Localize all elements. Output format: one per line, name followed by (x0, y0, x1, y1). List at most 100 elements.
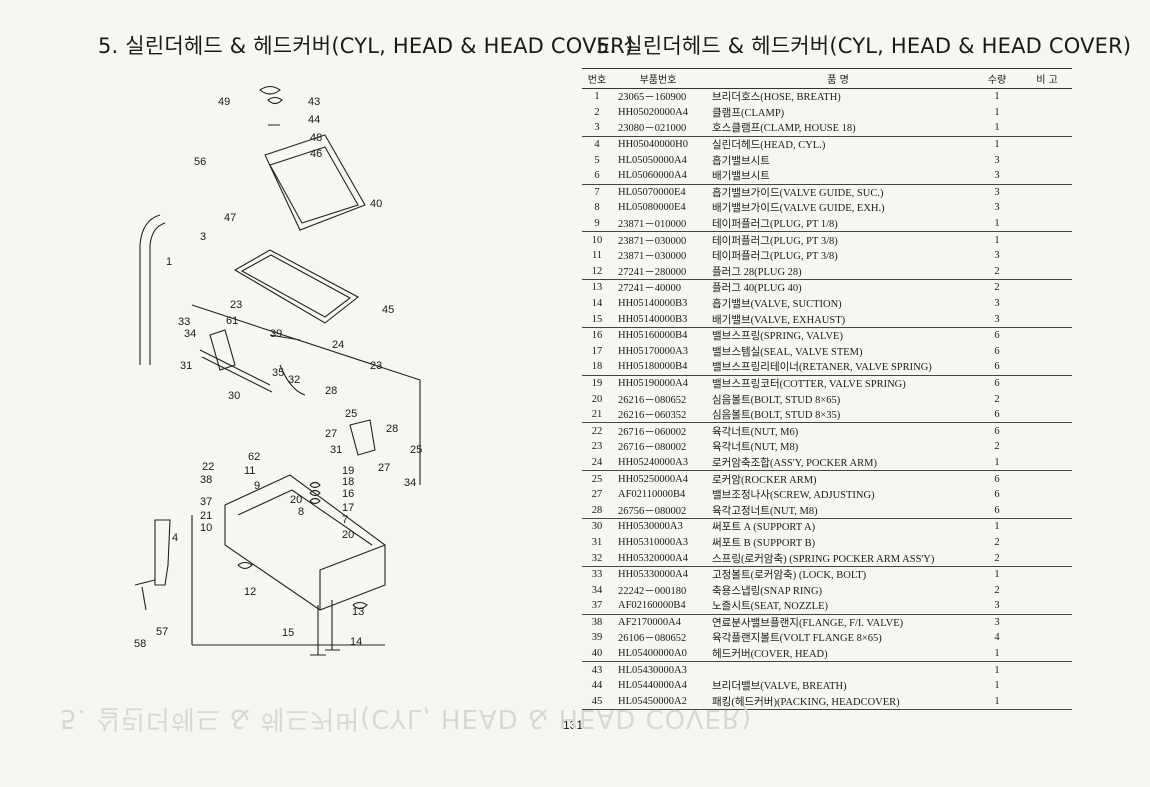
row-qty: 2 (994, 441, 1000, 453)
row-name: 써포트 A (SUPPORT A) (712, 522, 816, 534)
row-name: 헤드커버(COVER, HEAD) (704, 645, 972, 663)
label-22: 22 (202, 461, 214, 473)
row-name: 로커암축조합(ASS'Y, POCKER ARM) (704, 454, 972, 472)
row-qty: 1 (972, 454, 1022, 472)
label-47: 47 (224, 212, 236, 224)
row-name: 육각너트(NUT, M8) (712, 442, 799, 454)
label-31: 31 (180, 360, 192, 372)
label-13: 13 (352, 606, 364, 618)
label-1: 1 (166, 256, 172, 268)
row-no: 22 (591, 425, 603, 437)
row-part-number: 23065－160900 (618, 92, 687, 104)
row-part-number: 23871－030000 (618, 235, 687, 247)
row-part-number: HH05330000A4 (618, 569, 688, 581)
row-name: 축용스냅링(SNAP RING) (712, 585, 823, 597)
label-58: 58 (134, 638, 146, 650)
row-no: 31 (591, 536, 603, 548)
row-no: 44 (591, 680, 603, 692)
row-part-number: HH0530000A3 (618, 521, 683, 533)
label-15: 15 (282, 627, 294, 639)
label-25-right: 25 (410, 444, 422, 456)
row-name: 육각너트(NUT, M6) (712, 426, 799, 438)
row-note (1022, 280, 1072, 296)
row-part-number: AF02160000B4 (612, 598, 704, 615)
page-title-right: 5. 실린더헤드 & 헤드커버(CYL, HEAD & HEAD COVER) (596, 34, 1132, 58)
row-name: 패킹(헤드커버)(PACKING, HEADCOVER) (704, 693, 972, 711)
row-qty: 2 (972, 550, 1022, 567)
row-no: 14 (591, 298, 603, 310)
row-note (1022, 566, 1072, 582)
row-note (1022, 344, 1072, 360)
label-31-mid: 31 (330, 444, 342, 456)
row-qty: 6 (994, 330, 1000, 342)
label-7: 7 (342, 514, 348, 526)
row-part-number: 26216－060352 (612, 406, 704, 424)
row-no: 28 (582, 502, 612, 520)
label-9: 9 (254, 480, 260, 492)
row-part-number: HL05050000A4 (618, 154, 687, 166)
row-no: 45 (582, 693, 612, 711)
row-part-number: HH05320000A4 (612, 550, 704, 567)
row-note (1022, 406, 1072, 424)
label-19: 19 (342, 465, 354, 477)
label-23-right: 23 (370, 360, 382, 372)
row-no: 17 (591, 345, 603, 357)
label-8: 8 (298, 506, 304, 518)
row-name: 배기밸브시트 (704, 167, 972, 185)
label-32: 32 (288, 374, 300, 386)
row-name: 써포트 B (SUPPORT B) (712, 537, 816, 549)
label-20: 20 (290, 494, 302, 506)
label-57: 57 (156, 626, 168, 638)
row-qty: 6 (972, 502, 1022, 520)
row-qty: 1 (994, 521, 1000, 533)
row-part-number: 23871－030000 (618, 251, 687, 263)
row-qty: 2 (994, 584, 1000, 596)
row-name: 배기밸브(VALVE, EXHAUST) (704, 311, 972, 328)
row-no: 27 (591, 489, 603, 501)
row-name (704, 662, 972, 678)
label-56: 56 (194, 156, 206, 168)
row-part-number: 27241－280000 (612, 263, 704, 281)
row-note (1022, 502, 1072, 520)
row-qty: 1 (972, 215, 1022, 233)
row-part-number: HL05060000A4 (612, 167, 704, 185)
row-name: 육각고정너트(NUT, M8) (704, 502, 972, 520)
row-part-number: AF02110000B4 (618, 489, 686, 501)
row-note (1022, 184, 1072, 200)
label-21: 21 (200, 510, 212, 522)
row-part-number: HL05450000A2 (612, 693, 704, 711)
label-17: 17 (342, 502, 354, 514)
label-49: 49 (218, 96, 230, 108)
exploded-parts-diagram: 49 43 44 48 46 56 40 47 3 1 23 45 33 61 … (120, 65, 450, 675)
row-no: 11 (591, 250, 603, 262)
row-name: 노즐시트(SEAT, NOZZLE) (704, 598, 972, 615)
row-name: 흡기밸브가이드(VALVE GUIDE, SUC.) (712, 187, 884, 199)
row-qty: 6 (994, 425, 1000, 437)
row-part-number: HL05440000A4 (618, 680, 687, 692)
valves-shape (310, 600, 340, 656)
label-35: 35 (272, 367, 284, 379)
row-qty: 6 (972, 359, 1022, 376)
row-qty: 1 (994, 106, 1000, 118)
label-25: 25 (345, 408, 357, 420)
label-28-right: 28 (386, 423, 398, 435)
row-note (1022, 232, 1072, 248)
row-qty: 1 (994, 91, 1000, 103)
row-note (1022, 120, 1072, 137)
cylinder-head-shape (224, 474, 386, 611)
mirrored-bleedthrough-text: 5. 실린더헤드 & 헤드커버(CYL, HEAD & HEAD COVER) (60, 703, 753, 733)
row-name: 플러그 40(PLUG 40) (712, 283, 802, 295)
row-note (1022, 454, 1072, 472)
